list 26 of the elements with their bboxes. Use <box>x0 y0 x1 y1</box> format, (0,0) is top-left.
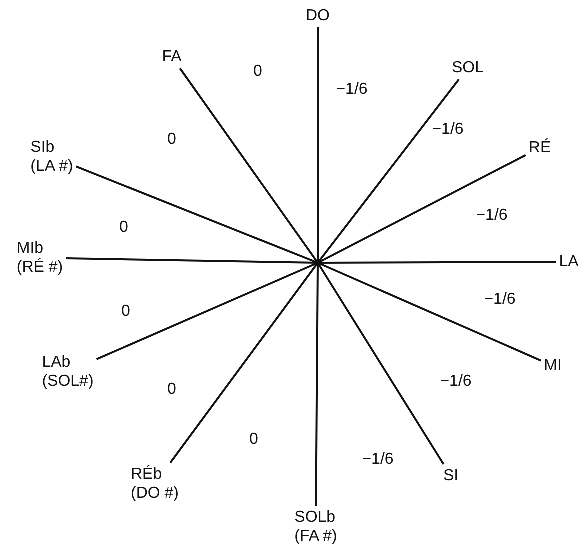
value-label: −1/6 <box>336 81 368 99</box>
note-name: MIb (RÉ #) <box>16 239 64 277</box>
value-label: −1/6 <box>476 207 508 225</box>
note-name: SOLb (FA #) <box>294 508 338 546</box>
value-label: 0 <box>250 431 258 449</box>
value-label: −1/6 <box>432 121 464 139</box>
value-label: −1/6 <box>440 373 472 391</box>
value-label: 0 <box>168 131 176 149</box>
value-label: 0 <box>122 303 130 321</box>
value-label: −1/6 <box>362 451 394 469</box>
value-label: 0 <box>120 219 128 237</box>
note-name: RÉb (DO #) <box>131 465 179 503</box>
note-name: RÉ <box>528 138 552 158</box>
note-name: LAb (SOL#) <box>42 353 94 391</box>
value-label: 0 <box>254 63 262 81</box>
note-name: DO <box>306 6 330 26</box>
note-name: LA <box>559 252 579 272</box>
value-label: 0 <box>168 381 176 399</box>
spoke-line <box>66 257 556 264</box>
note-name: MI <box>544 356 562 376</box>
note-name: FA <box>162 48 182 66</box>
note-name: SI <box>443 466 459 486</box>
spoke-line <box>315 28 319 506</box>
note-name: SOL <box>452 58 484 78</box>
note-name: SIb (LA #) <box>30 138 74 176</box>
value-label: −1/6 <box>484 291 516 309</box>
